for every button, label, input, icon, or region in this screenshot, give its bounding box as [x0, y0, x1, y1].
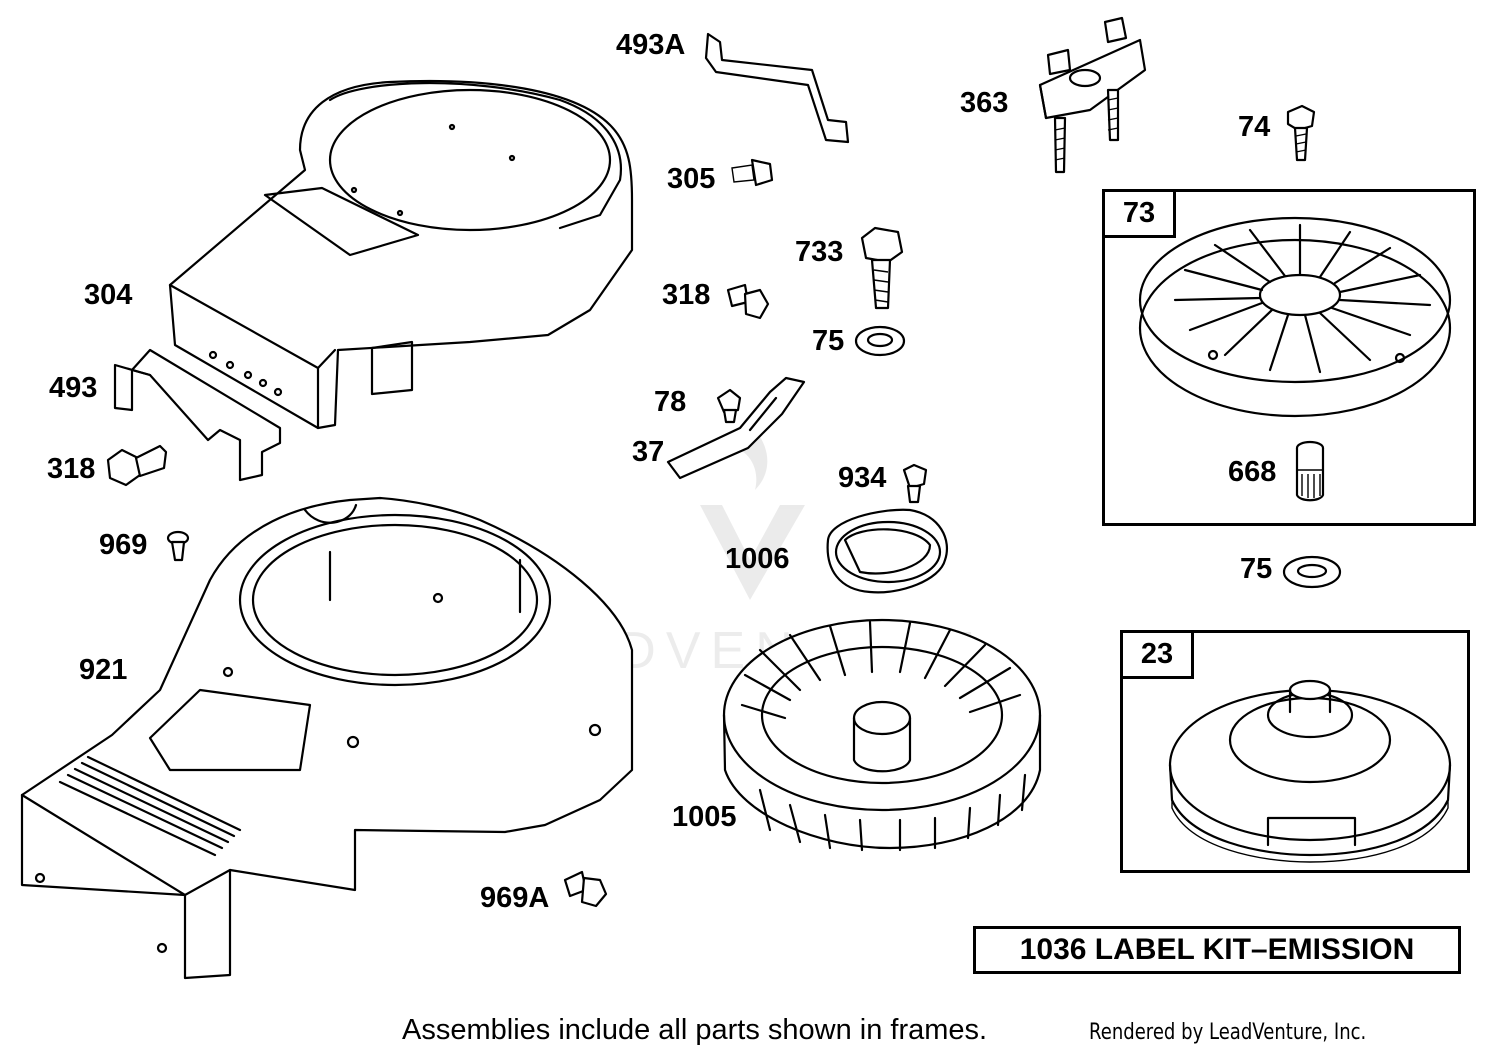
- armature-bracket-363[interactable]: [1038, 16, 1147, 174]
- screw-969[interactable]: [166, 530, 190, 562]
- washer-75-lower[interactable]: [1282, 555, 1342, 589]
- flywheel-23[interactable]: [1168, 679, 1452, 863]
- screw-934[interactable]: [902, 463, 928, 504]
- bolt-318-left[interactable]: [106, 444, 168, 487]
- callout-75-upper: 75: [812, 325, 845, 357]
- callout-668: 668: [1228, 456, 1277, 488]
- callout-74: 74: [1238, 111, 1271, 143]
- frame-tag-23: 23: [1120, 630, 1194, 679]
- render-credit: Rendered by LeadVenture, Inc.: [1089, 1020, 1367, 1045]
- screw-305[interactable]: [731, 158, 774, 187]
- blower-housing-bottom[interactable]: [20, 496, 634, 980]
- callout-1006: 1006: [725, 543, 790, 575]
- screw-78[interactable]: [716, 388, 742, 424]
- callout-934: 934: [838, 462, 887, 494]
- callout-318-right: 318: [662, 279, 711, 311]
- nut-668[interactable]: [1295, 440, 1325, 502]
- callout-304: 304: [84, 279, 133, 311]
- screen-73[interactable]: [1138, 216, 1452, 418]
- bolt-318-right[interactable]: [726, 283, 770, 320]
- bolt-969a[interactable]: [563, 870, 608, 908]
- callout-75-lower: 75: [1240, 553, 1273, 585]
- callout-493a: 493A: [616, 29, 686, 61]
- assembly-frame-23: [1120, 630, 1470, 873]
- flywheel-fan-1005[interactable]: [722, 618, 1042, 852]
- callout-363: 363: [960, 87, 1009, 119]
- footer-note: Assemblies include all parts shown in fr…: [402, 1014, 988, 1046]
- assembly-frame-73: [1102, 189, 1476, 526]
- air-guide-37[interactable]: [666, 376, 806, 480]
- callout-969a: 969A: [480, 882, 550, 914]
- frame-tag-73: 73: [1102, 189, 1176, 238]
- callout-969: 969: [99, 529, 148, 561]
- bracket-493a[interactable]: [704, 32, 850, 144]
- callout-493: 493: [49, 372, 98, 404]
- callout-318-left: 318: [47, 453, 96, 485]
- callout-305: 305: [667, 163, 716, 195]
- callout-37: 37: [632, 436, 665, 468]
- callout-733: 733: [795, 236, 844, 268]
- blower-housing-top[interactable]: [168, 79, 634, 430]
- bolt-74[interactable]: [1286, 104, 1316, 162]
- label-kit-emission: 1036 LABEL KIT–EMISSION: [973, 926, 1461, 974]
- callout-921: 921: [79, 654, 128, 686]
- callout-1005: 1005: [672, 801, 737, 833]
- rotating-screen-1006[interactable]: [826, 508, 948, 594]
- bolt-733[interactable]: [860, 226, 904, 310]
- washer-75-upper[interactable]: [854, 325, 906, 357]
- bracket-493[interactable]: [113, 348, 282, 482]
- callout-78: 78: [654, 386, 687, 418]
